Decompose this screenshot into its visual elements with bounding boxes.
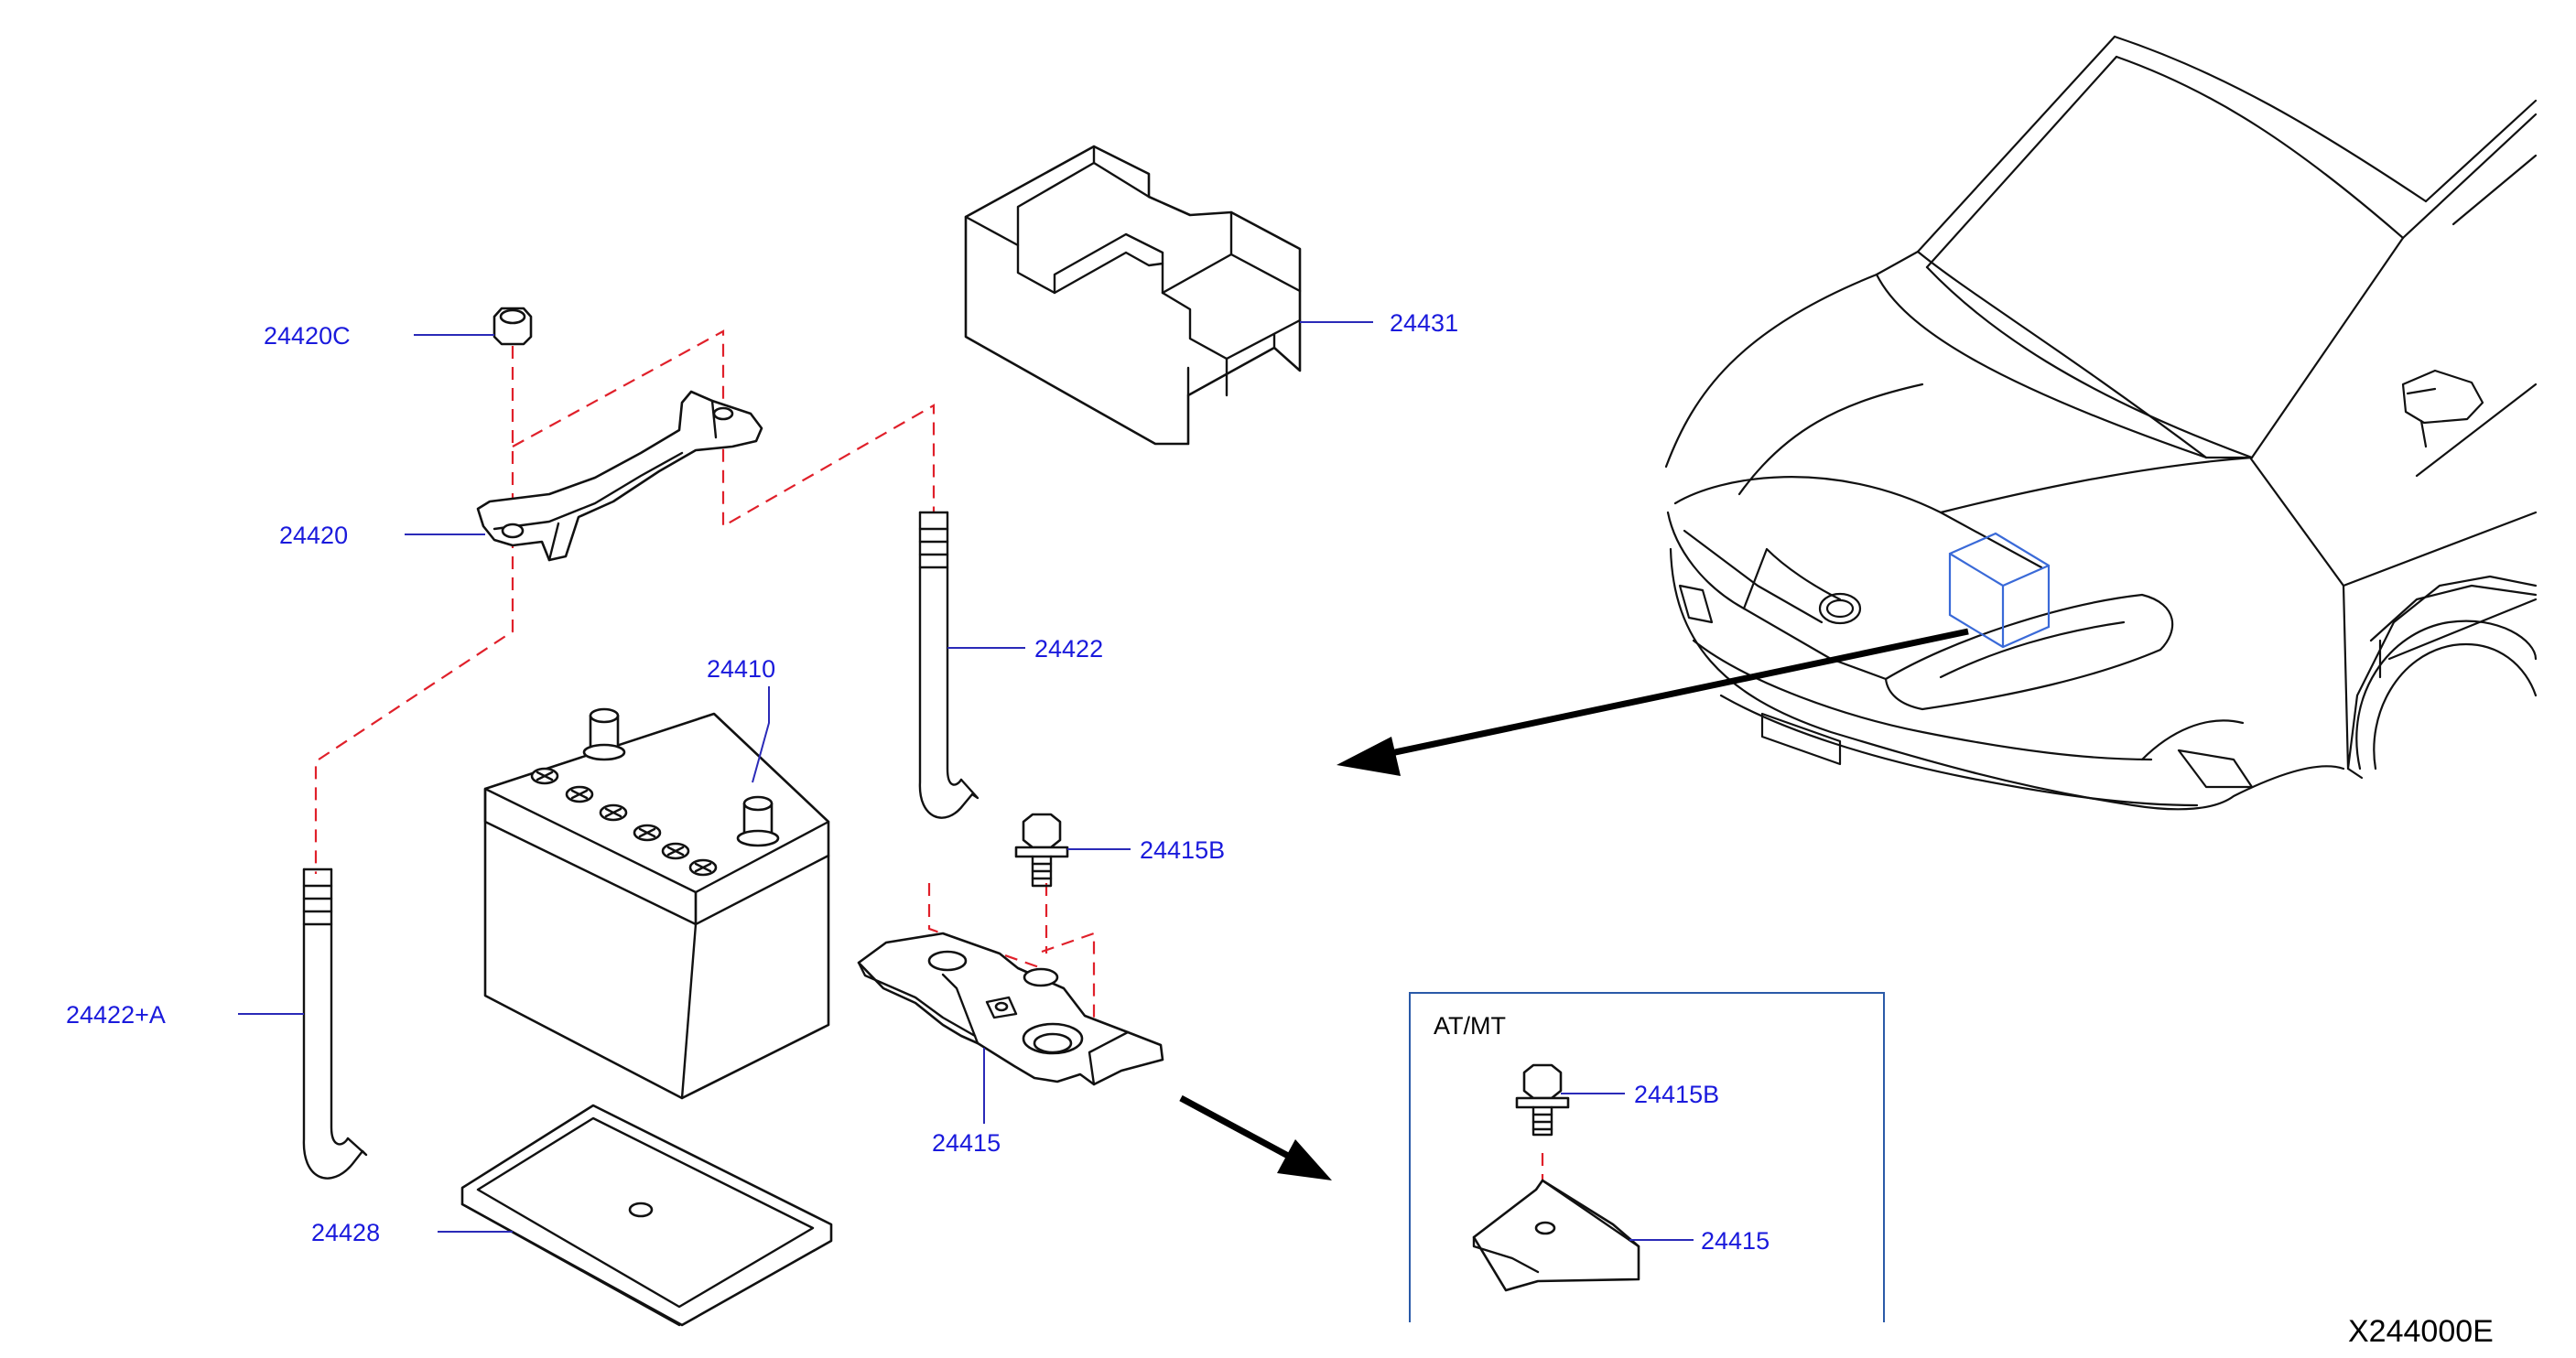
inset-bracket-24415 [1472,1179,1640,1292]
callout-24422: 24422 [1034,635,1103,663]
callout-24420: 24420 [279,522,348,549]
callout-leaders [238,321,1694,1241]
callout-24415B: 24415B [1140,836,1225,864]
battery-vent-caps [530,767,718,877]
rod-24422-A [302,868,368,1180]
bolt-24415B [1014,813,1069,888]
callout-24428: 24428 [311,1219,380,1246]
callout-24415: 24415 [932,1129,1001,1157]
inset-bolt-24415B [1515,1063,1570,1137]
tray-24428 [460,1104,833,1327]
inset-at-mt: AT/MT [1409,992,1885,1322]
callout-24422-A: 24422+A [66,1001,166,1029]
inset-callout-24415: 24415 [1701,1227,1770,1255]
locator-arrow [1337,628,1969,776]
inset-title: AT/MT [1434,1012,1506,1040]
nut-24420C [492,307,533,346]
car-locator-illustration [1664,35,2538,811]
battery-location-marker [1948,532,2051,649]
battery-24410 [483,707,830,1100]
callout-24410: 24410 [707,655,775,683]
assembly-dashed-lines [314,329,1544,1222]
mount-bracket-24415 [857,932,1164,1086]
callout-24420C: 24420C [264,322,351,350]
callout-labels: 24420C 24420 24431 24422 24410 24415B 24… [66,309,1770,1255]
inset-callout-24415B: 24415B [1634,1081,1719,1108]
insulator-24431 [964,145,1302,446]
bracket-24420 [476,390,763,562]
battery-terminal-left [582,707,626,761]
rod-24422 [918,511,980,819]
battery-terminal-right [736,795,780,847]
callout-24431: 24431 [1390,309,1458,337]
diagram-id-label: X244000E [2348,1314,2494,1349]
inset-arrow [1179,1094,1332,1180]
